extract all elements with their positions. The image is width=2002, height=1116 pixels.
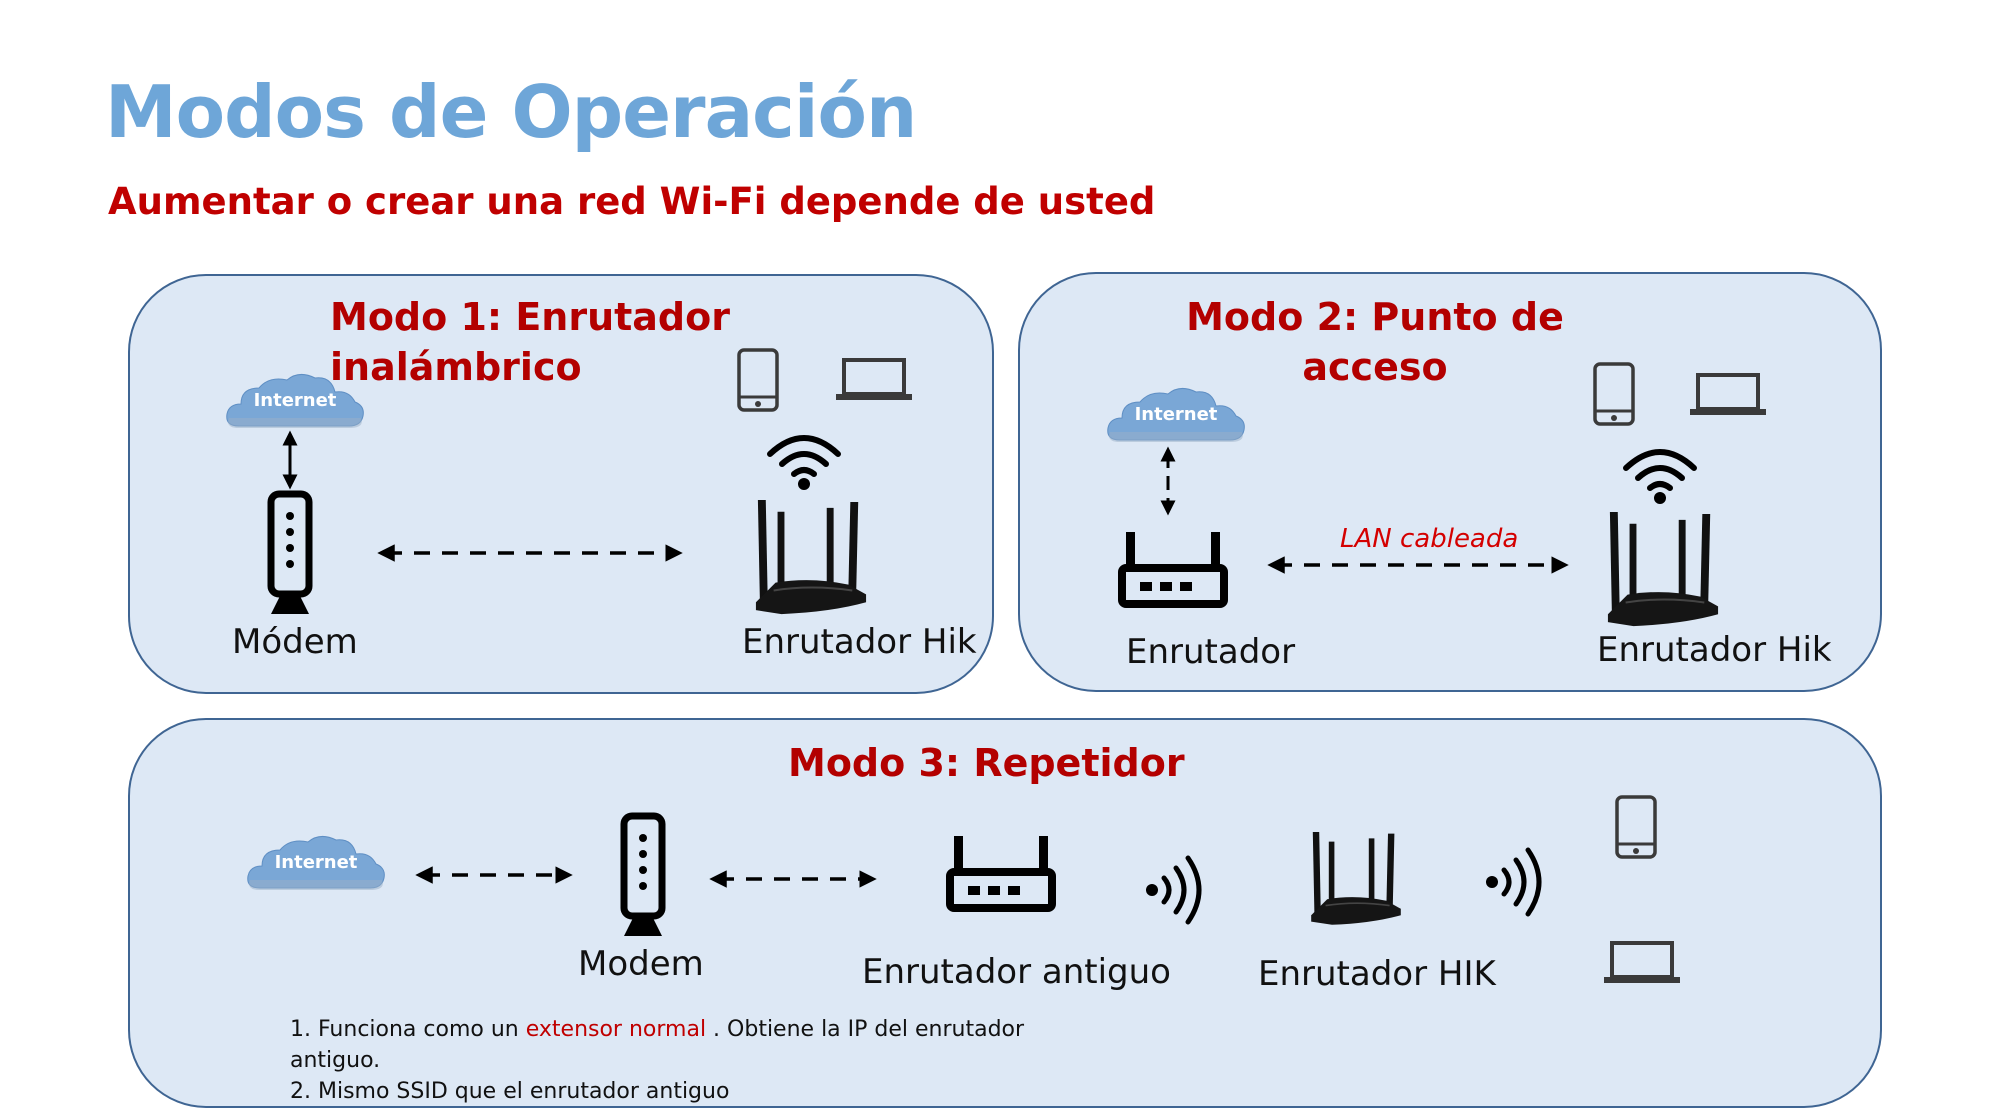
mode1-laptop-icon: [836, 357, 912, 401]
mode3-signal-icon-2: [1486, 844, 1546, 920]
slide-title: Modos de Operación: [105, 70, 917, 154]
mode1-cloud-icon: Internet: [225, 370, 365, 430]
mode2-hik-label: Enrutador Hik: [1597, 630, 1832, 670]
mode2-phone-icon: [1592, 361, 1636, 427]
mode2-cloud-icon: Internet: [1106, 384, 1246, 444]
mode2-title-line2: acceso: [1302, 345, 1448, 389]
mode1-hik-router-icon: [746, 500, 876, 618]
mode2-router-icon: [1118, 532, 1228, 608]
mode3-modem-label: Modem: [578, 944, 704, 984]
mode3-old-router-label: Enrutador antiguo: [862, 952, 1171, 992]
mode2-hik-router-icon: [1598, 512, 1728, 630]
mode1-wifi-icon: [766, 432, 842, 490]
mode3-note-1: 1. Funciona como un extensor normal . Ob…: [290, 1014, 1050, 1045]
mode3-arrow-internet-modem: [415, 866, 573, 884]
slide-subtitle: Aumentar o crear una red Wi-Fi depende d…: [108, 180, 1156, 223]
mode2-title: Modo 2: Punto de acceso: [1120, 292, 1630, 392]
mode1-title-line1: Modo 1: Enrutador: [330, 295, 730, 339]
modem-icon: [265, 490, 315, 616]
mode3-cloud-icon: Internet: [246, 832, 386, 892]
mode1-dashed-arrow: [377, 544, 683, 562]
mode2-vertical-arrow: [1160, 446, 1176, 516]
mode3-signal-icon-1: [1146, 852, 1206, 928]
mode2-router-label: Enrutador: [1126, 632, 1296, 672]
mode1-modem-label: Módem: [232, 622, 358, 662]
mode3-laptop-icon: [1604, 940, 1680, 984]
mode1-phone-icon: [736, 347, 780, 413]
mode1-router-label: Enrutador Hik: [742, 622, 977, 662]
mode3-notes: 1. Funciona como un extensor normal . Ob…: [290, 1014, 1050, 1107]
mode3-note-1-highlight: extensor normal: [525, 1017, 707, 1042]
mode1-panel: [128, 274, 994, 694]
mode2-lan-label: LAN cableada: [1340, 524, 1519, 554]
mode1-cloud-label: Internet: [254, 390, 337, 411]
mode1-title-line2: inalámbrico: [330, 345, 582, 389]
mode3-title: Modo 3: Repetidor: [788, 741, 1185, 785]
mode3-arrow-modem-router: [709, 870, 877, 888]
mode1-vertical-arrow: [282, 430, 298, 490]
mode2-laptop-icon: [1690, 372, 1766, 416]
mode3-panel: [128, 718, 1882, 1108]
mode3-note-1-prefix: 1. Funciona como un: [290, 1017, 526, 1042]
mode3-hik-label: Enrutador HIK: [1258, 954, 1496, 994]
mode2-wifi-icon: [1622, 446, 1698, 504]
mode3-note-2: 2. Mismo SSID que el enrutador antiguo: [290, 1079, 730, 1104]
mode3-old-router-icon: [946, 836, 1056, 912]
mode3-phone-icon: [1614, 794, 1658, 860]
mode3-cloud-label: Internet: [275, 852, 358, 873]
mode3-note-1-continued: antiguo.: [290, 1048, 381, 1073]
mode2-dashed-arrow: [1267, 556, 1569, 574]
mode2-title-line1: Modo 2: Punto de: [1186, 295, 1564, 339]
mode3-hik-router-icon: [1306, 832, 1406, 928]
mode2-cloud-label: Internet: [1135, 404, 1218, 425]
mode3-modem-icon: [618, 812, 668, 938]
mode3-note-1-suffix: . Obtiene la IP del enrutador: [706, 1017, 1025, 1042]
mode1-title: Modo 1: Enrutador inalámbrico: [330, 292, 730, 392]
